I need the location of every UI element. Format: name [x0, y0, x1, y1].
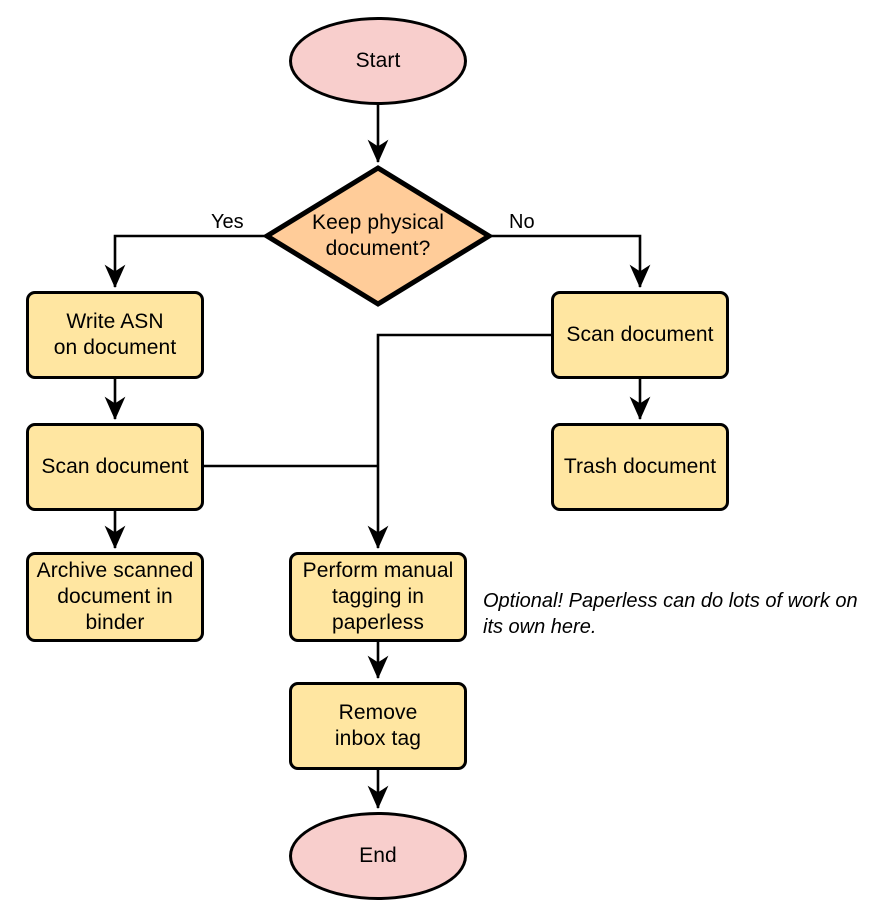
node-decision-label: Keep physical document? — [311, 211, 445, 260]
edge-label-yes: Yes — [211, 211, 244, 233]
node-write-asn-label: Write ASN on document — [53, 310, 177, 359]
node-end-label: End — [359, 844, 397, 867]
node-scan-document-left[interactable]: Scan document — [26, 423, 204, 511]
node-trash-document[interactable]: Trash document — [551, 423, 729, 511]
node-start-label: Start — [355, 49, 401, 72]
annotation-optional-note: Optional! Paperless can do lots of work … — [483, 590, 858, 638]
node-scan-document-right[interactable]: Scan document — [551, 291, 729, 379]
edge-label-no: No — [509, 211, 535, 233]
node-remove-inbox-tag[interactable]: Remove inbox tag — [289, 682, 467, 770]
node-write-asn-on-document[interactable]: Write ASN on document — [26, 291, 204, 379]
edge-scan-right-to-manual-tagging — [367, 333, 551, 550]
node-end[interactable]: End — [289, 812, 467, 900]
node-scan-document-right-label: Scan document — [566, 323, 714, 346]
node-remove-inbox-tag-label: Remove inbox tag — [334, 701, 422, 750]
node-perform-manual-tagging-in-paperless[interactable]: Perform manual tagging in paperless — [289, 552, 467, 642]
edge-decision-yes-to-write-asn — [104, 234, 265, 289]
node-archive-label: Archive scanned document in binder — [36, 559, 194, 634]
node-manual-tagging-label: Perform manual tagging in paperless — [302, 559, 454, 634]
node-trash-document-label: Trash document — [563, 455, 717, 478]
diamond-shape — [264, 165, 492, 307]
edge-decision-no-to-scan-right — [491, 234, 651, 289]
node-archive-scanned-document-in-binder[interactable]: Archive scanned document in binder — [26, 552, 204, 642]
node-scan-document-left-label: Scan document — [41, 455, 189, 478]
node-start[interactable]: Start — [289, 17, 467, 105]
node-decision-keep-physical-document[interactable]: Keep physical document? — [264, 165, 492, 307]
